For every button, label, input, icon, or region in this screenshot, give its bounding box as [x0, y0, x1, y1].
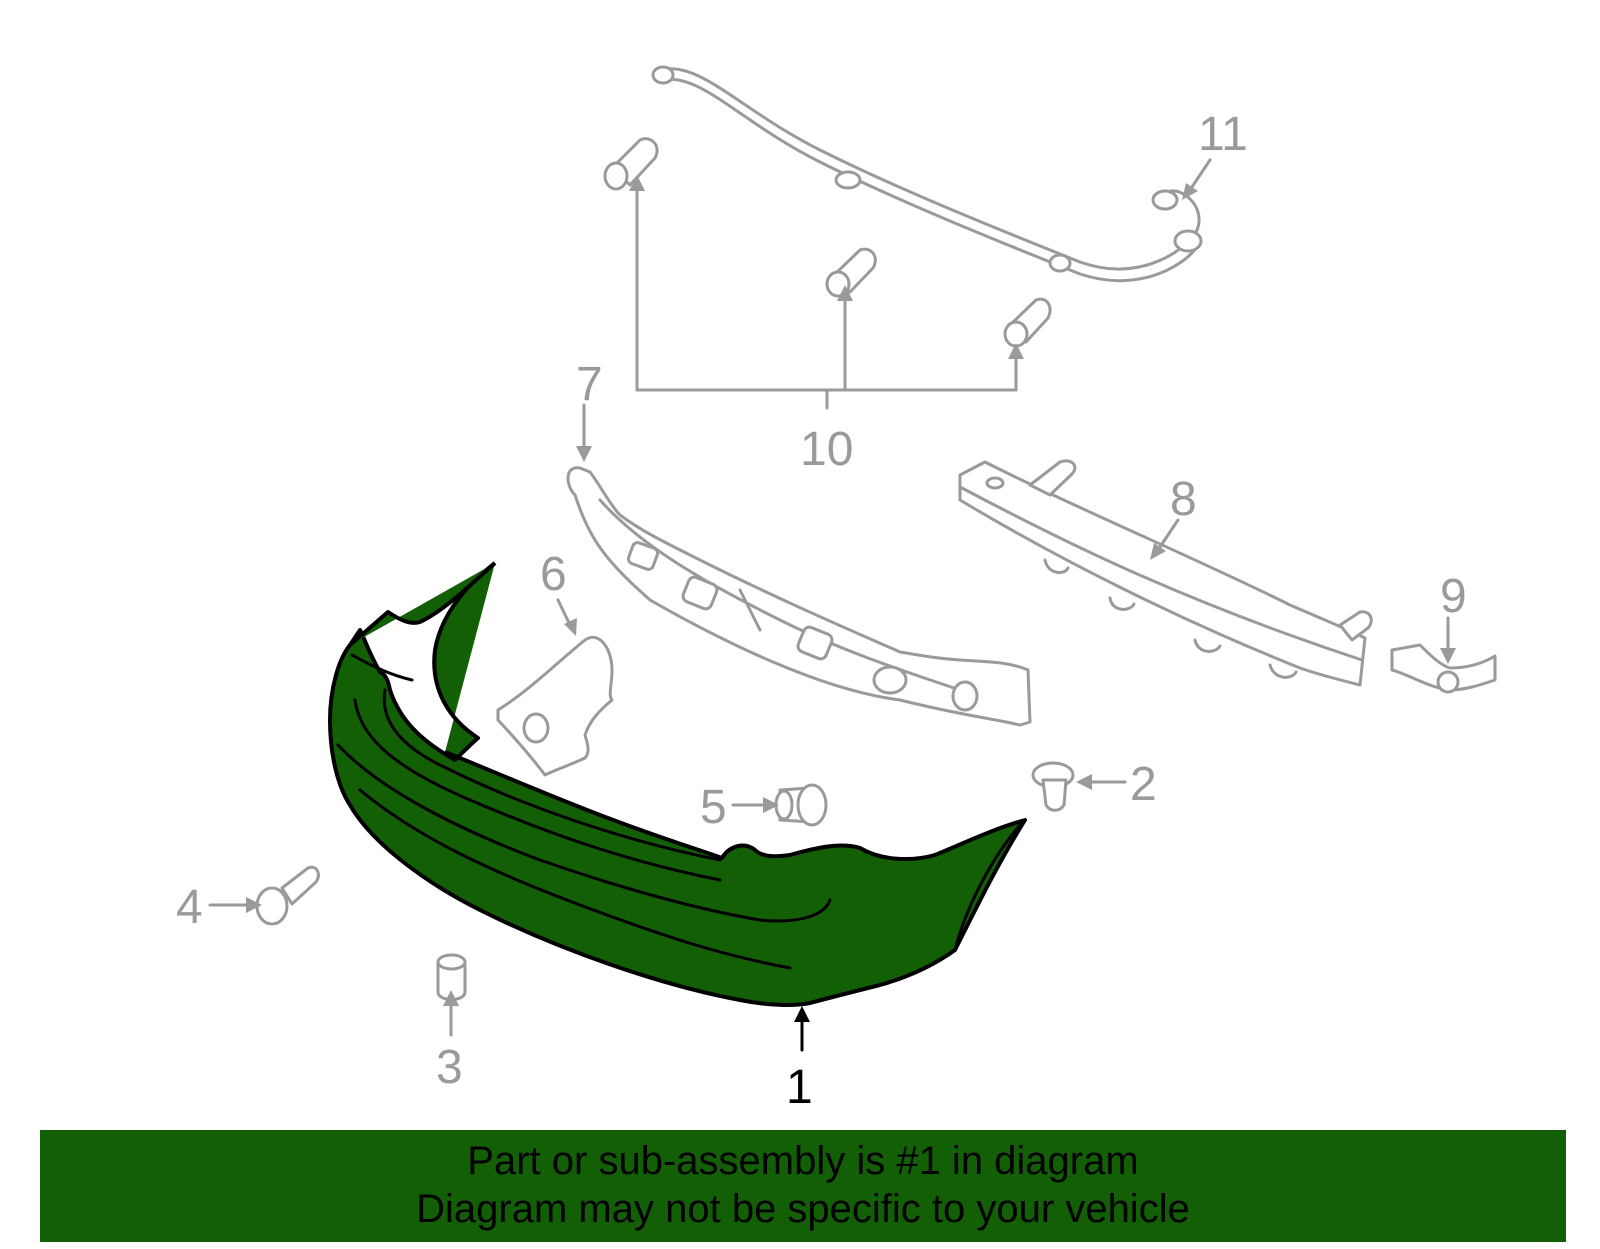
part-4-bolt	[255, 865, 320, 926]
leader-1	[794, 1006, 810, 1052]
leader-7	[576, 403, 592, 462]
callout-9: 9	[1440, 570, 1467, 623]
leader-2	[1076, 774, 1127, 790]
leader-11	[1182, 158, 1212, 200]
callout-7: 7	[576, 358, 603, 411]
part-6-side-bracket	[496, 636, 614, 777]
callout-5: 5	[700, 781, 727, 834]
part-1-bumper-cover	[328, 561, 1027, 1007]
callout-10: 10	[800, 423, 853, 476]
part-9-bracket	[1390, 643, 1497, 694]
part-8-reinforcement-bar	[958, 459, 1373, 687]
part-2-clip	[1031, 761, 1075, 812]
leader-9	[1440, 616, 1456, 664]
leader-6	[556, 598, 577, 636]
callout-11: 11	[1198, 108, 1248, 161]
banner-line-part-number: Part or sub-assembly is #1 in diagram	[467, 1139, 1139, 1183]
part-7-energy-absorber	[566, 466, 1032, 727]
leader-4	[208, 897, 262, 913]
leader-10	[629, 175, 1024, 410]
part-10-parking-sensor	[1003, 297, 1052, 348]
leader-3	[443, 990, 459, 1037]
callout-1: 1	[786, 1061, 813, 1114]
info-banner: Part or sub-assembly is #1 in diagram Di…	[40, 1130, 1566, 1242]
banner-line-disclaimer: Diagram may not be specific to your vehi…	[416, 1187, 1190, 1231]
part-11-wiring-harness	[651, 65, 1203, 283]
leader-5	[731, 797, 779, 813]
part-10-parking-sensor	[603, 137, 659, 191]
leader-8	[1150, 518, 1180, 560]
callout-8: 8	[1170, 473, 1197, 526]
callout-3: 3	[436, 1041, 463, 1094]
callout-6: 6	[540, 548, 567, 601]
callout-2: 2	[1130, 758, 1157, 811]
part-5-clip	[774, 783, 828, 827]
callout-4: 4	[176, 881, 203, 934]
part-10-parking-sensor	[825, 247, 877, 298]
